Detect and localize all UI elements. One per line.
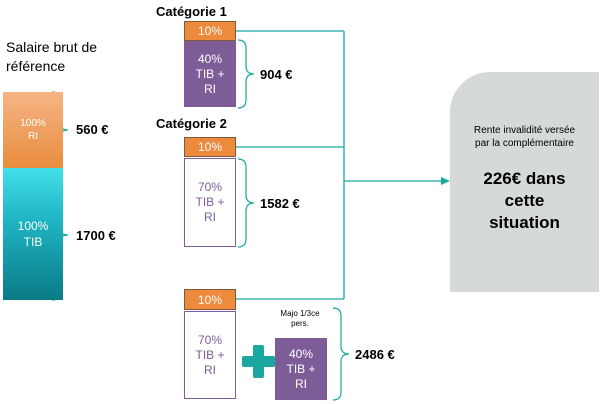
result-caption: Rente invalidité versée par la complémen… bbox=[473, 125, 576, 149]
category3-amount: 2486 € bbox=[355, 347, 395, 362]
category1-amount: 904 € bbox=[260, 67, 293, 82]
bracket-cat2 bbox=[237, 158, 255, 248]
category2-title: Catégorie 2 bbox=[156, 116, 227, 131]
ri-segment: 100% RI bbox=[3, 92, 63, 168]
ri-amount: 560 € bbox=[76, 122, 109, 137]
category2-coverage-box: 70% TIB + RI bbox=[184, 158, 236, 247]
arrow-head-icon bbox=[441, 177, 450, 185]
tib-segment: 100% TIB bbox=[3, 168, 63, 300]
reference-salary-title: Salaire brut de référence bbox=[6, 39, 98, 74]
result-panel bbox=[450, 72, 599, 292]
category1-title: Catégorie 1 bbox=[156, 4, 227, 19]
majoration-label: Majo 1/3ce pers. bbox=[280, 309, 320, 328]
category3-coverage-box: 70% TIB + RI bbox=[184, 311, 236, 399]
category1-coverage-box: 40% TIB + RI bbox=[184, 41, 236, 107]
category2-amount: 1582 € bbox=[260, 196, 300, 211]
category3-rate-box: 10% bbox=[184, 289, 236, 310]
majoration-box: 40% TIB + RI bbox=[275, 338, 327, 400]
category2-rate-box: 10% bbox=[184, 137, 236, 157]
result-value: 226€ dans cette situation bbox=[483, 169, 566, 232]
bracket-cat1 bbox=[237, 39, 255, 109]
tib-amount: 1700 € bbox=[76, 228, 116, 243]
connector-lines bbox=[236, 30, 444, 300]
plus-icon bbox=[242, 345, 275, 378]
bracket-cat3 bbox=[332, 307, 350, 401]
category1-rate-box: 10% bbox=[184, 21, 236, 41]
